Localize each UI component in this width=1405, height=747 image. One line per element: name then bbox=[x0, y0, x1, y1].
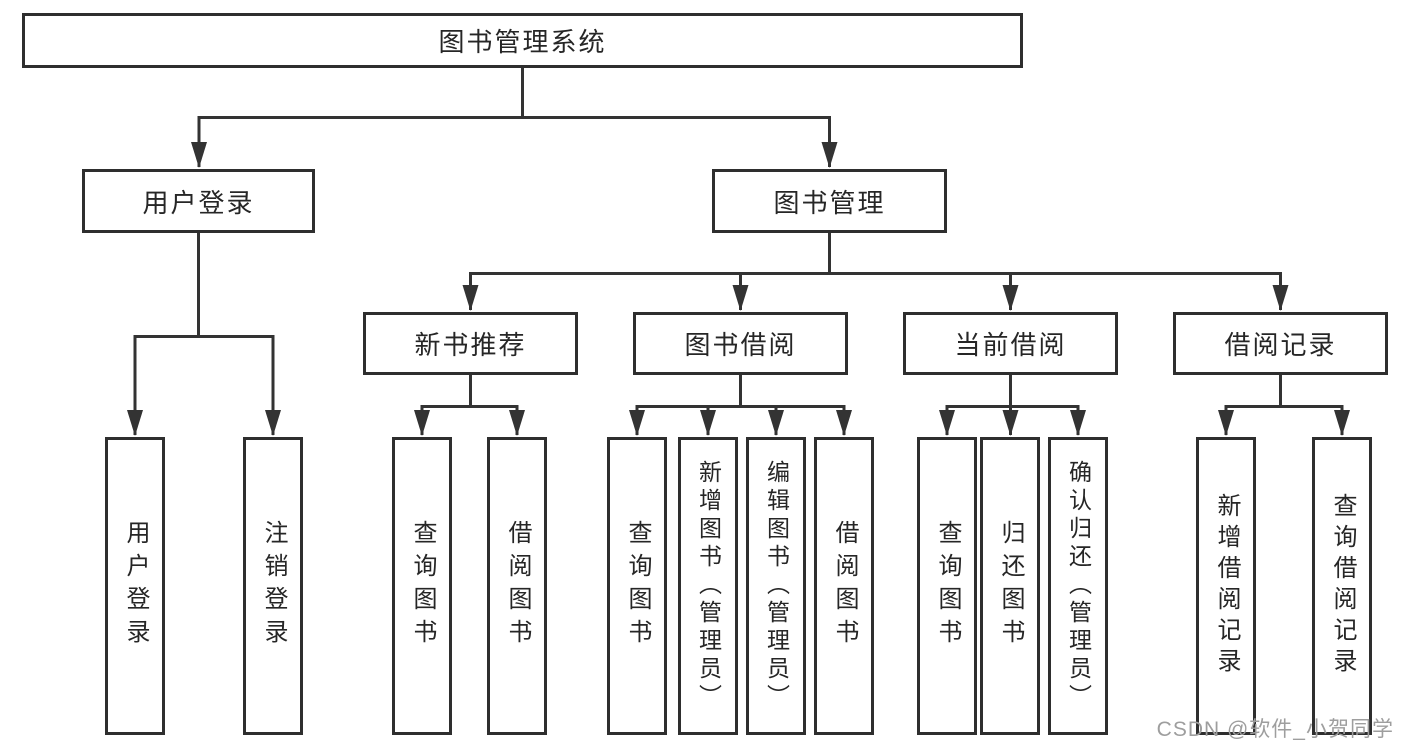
connector-newbook-leaf2 bbox=[470, 405, 525, 436]
leaf-confirm-return-admin: 确认归还（管理员） bbox=[1048, 437, 1108, 735]
connector-newbook-leaf1 bbox=[414, 375, 472, 436]
connector-mgmt-current bbox=[829, 272, 1019, 311]
connector-record-leaf2 bbox=[1280, 405, 1350, 436]
connector-borrow-leaf1 bbox=[629, 375, 742, 436]
connector-mgmt-record bbox=[829, 272, 1289, 311]
node-root: 图书管理系统 bbox=[22, 13, 1023, 68]
node-current-borrowing: 当前借阅 bbox=[903, 312, 1118, 375]
leaf-return-books: 归还图书 bbox=[980, 437, 1040, 735]
node-user-login: 用户登录 bbox=[82, 169, 315, 233]
connector-current-leaf1 bbox=[939, 375, 1012, 436]
leaf-user-login: 用户登录 bbox=[105, 437, 165, 735]
leaf-logout: 注销登录 bbox=[243, 437, 303, 735]
connector-borrow-leaf4 bbox=[740, 405, 852, 436]
leaf-borrow-query-books: 查询图书 bbox=[607, 437, 667, 735]
leaf-add-borrow-record: 新增借阅记录 bbox=[1196, 437, 1256, 735]
leaf-borrow-books: 借阅图书 bbox=[814, 437, 874, 735]
connector-root-user-login bbox=[191, 68, 524, 168]
connector-record-leaf1 bbox=[1218, 375, 1282, 436]
connector-root-book-mgmt bbox=[522, 116, 838, 168]
connector-borrow-leaf3 bbox=[740, 405, 784, 436]
leaf-current-query-books: 查询图书 bbox=[917, 437, 977, 735]
connector-login-leaf1 bbox=[127, 233, 200, 436]
node-book-borrowing: 图书借阅 bbox=[633, 312, 848, 375]
node-new-book-recommend: 新书推荐 bbox=[363, 312, 578, 375]
leaf-newbook-query-books: 查询图书 bbox=[392, 437, 452, 735]
leaf-edit-books-admin: 编辑图书（管理员） bbox=[746, 437, 806, 735]
leaf-newbook-borrow-books: 借阅图书 bbox=[487, 437, 547, 735]
node-book-management: 图书管理 bbox=[712, 169, 947, 233]
connector-mgmt-newbook bbox=[462, 233, 831, 311]
node-borrow-records: 借阅记录 bbox=[1173, 312, 1388, 375]
leaf-add-books-admin: 新增图书（管理员） bbox=[678, 437, 738, 735]
connector-current-leaf3 bbox=[1010, 405, 1086, 436]
leaf-query-borrow-record: 查询借阅记录 bbox=[1312, 437, 1372, 735]
connector-mgmt-borrow bbox=[732, 272, 830, 311]
connector-borrow-leaf2 bbox=[700, 405, 741, 436]
connector-login-leaf2 bbox=[198, 335, 281, 436]
csdn-watermark: CSDN @软件_小贺同学 bbox=[1156, 718, 1394, 741]
